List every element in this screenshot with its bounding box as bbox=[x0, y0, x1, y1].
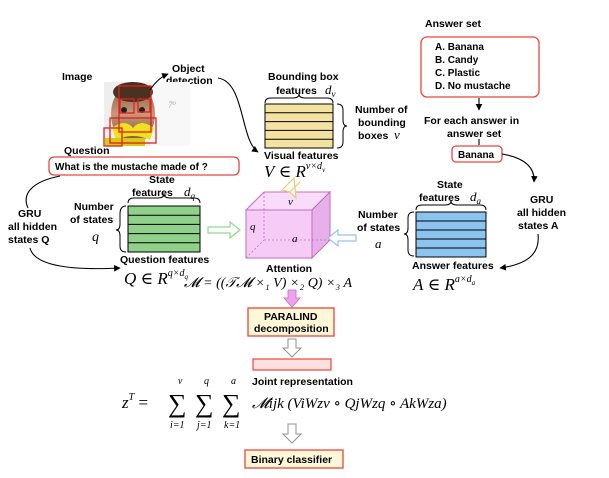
sum1-top: v bbox=[178, 376, 183, 387]
answer-item-a: A. Banana bbox=[435, 42, 484, 53]
question-label: Question bbox=[64, 145, 110, 157]
question-features-formula: Q ∈ Rq×dq bbox=[124, 268, 189, 288]
attention-to-paralind-arrow bbox=[283, 289, 301, 308]
gru-answer-line1: GRU bbox=[530, 194, 553, 206]
num-boxes-brace bbox=[336, 103, 348, 149]
image-label: Image bbox=[62, 71, 93, 83]
answer-features-caption: Answer features bbox=[412, 260, 494, 272]
paralind-line1: PARALIND bbox=[264, 311, 318, 323]
sum2-top: q bbox=[204, 376, 209, 387]
num-boxes-symbol: v bbox=[394, 127, 400, 142]
cube-q-label: q bbox=[250, 221, 256, 233]
binary-classifier-label: Binary classifier bbox=[251, 454, 332, 466]
question-to-gru-arrow bbox=[25, 175, 61, 209]
answer-features-label-line1: State bbox=[437, 179, 463, 191]
answer-features-symbol: da bbox=[470, 189, 482, 206]
answer-feature-matrix bbox=[415, 211, 487, 258]
sum3-sigma: ∑ bbox=[222, 389, 241, 418]
joint-formula: zT = v ∑ i=1 q ∑ j=1 a ∑ k=1 𝓜ijk (ViWzv… bbox=[121, 376, 447, 431]
bbox-features-line1: Bounding box bbox=[268, 71, 339, 83]
answer-set-box bbox=[420, 36, 540, 98]
question-features-label-line2: features bbox=[132, 187, 173, 199]
bbox-features-symbol: dv bbox=[325, 82, 336, 99]
answer-count-brace bbox=[403, 211, 415, 257]
for-each-line1: For each answer in bbox=[424, 115, 519, 127]
question-feature-matrix bbox=[127, 205, 201, 253]
question-features-brace bbox=[127, 193, 201, 204]
answer-to-gru-arrow bbox=[501, 153, 538, 183]
gru-question-line1: GRU bbox=[18, 208, 41, 220]
plate-text: 7⁰ bbox=[168, 100, 177, 110]
gru-question-line2: all hidden bbox=[8, 221, 57, 233]
visual-features-caption: Visual features bbox=[264, 150, 339, 162]
answer-features-label-line2: features bbox=[419, 192, 460, 204]
attention-formula: 𝓜 = ((𝒯𝓜 ×₁ V) ×₂ Q) ×₃ A bbox=[184, 276, 353, 291]
answer-features-brace bbox=[415, 200, 487, 211]
object-detection-label-line1: Object bbox=[172, 63, 205, 75]
num-boxes-line3: boxes bbox=[358, 130, 389, 142]
answer-count-label-line2: of states bbox=[357, 222, 400, 234]
visual-feature-matrix bbox=[264, 103, 334, 149]
visual-to-attention-arrow bbox=[280, 176, 301, 200]
question-count-brace bbox=[115, 205, 127, 253]
cube-a-label: a bbox=[292, 233, 298, 245]
attention-cube bbox=[244, 190, 332, 260]
bbox-features-brace bbox=[264, 93, 334, 104]
sum1-bottom: i=1 bbox=[170, 420, 185, 431]
gru-to-answer-features-arrow bbox=[499, 233, 539, 271]
sum2-bottom: j=1 bbox=[195, 420, 212, 431]
question-features-label-line1: State bbox=[149, 174, 175, 186]
joint-to-classifier-arrow bbox=[281, 423, 303, 444]
answer-item-c: C. Plastic bbox=[435, 68, 480, 79]
answer-item-b: B. Candy bbox=[435, 55, 479, 66]
question-text: What is the mustache made of ? bbox=[55, 162, 208, 173]
question-features-symbol: dq bbox=[184, 184, 196, 201]
answer-to-attention-arrow bbox=[327, 228, 357, 248]
bbox-features-line2: features bbox=[276, 85, 317, 97]
paralind-line2: decomposition bbox=[254, 323, 329, 335]
attention-label: Attention bbox=[266, 263, 312, 275]
joint-label: Joint representation bbox=[252, 376, 353, 388]
binary-classifier-box bbox=[244, 449, 344, 469]
question-features-caption: Question features bbox=[120, 254, 209, 266]
svg-text:zT =: zT = bbox=[121, 392, 148, 412]
sum2-sigma: ∑ bbox=[195, 389, 214, 418]
gru-question-line3: states Q bbox=[8, 234, 49, 246]
visual-features-formula: V ∈ Rv×dv bbox=[264, 161, 326, 181]
gru-answer-line3: states A bbox=[518, 220, 559, 232]
answer-count-symbol: a bbox=[375, 236, 382, 251]
sum1-sigma: ∑ bbox=[168, 389, 187, 418]
input-photo: 7⁰ bbox=[103, 82, 190, 147]
num-boxes-line2: bounding bbox=[358, 117, 406, 129]
gru-answer-line2: all hidden bbox=[517, 207, 566, 219]
detection-to-visual-arrow bbox=[217, 77, 259, 153]
image-to-detection-arrow bbox=[149, 73, 169, 91]
answer-features-formula: A ∈ Ra×da bbox=[412, 274, 476, 294]
question-count-label-line2: of states bbox=[70, 214, 113, 226]
paralind-box bbox=[247, 307, 335, 337]
num-boxes-line1: Number of bbox=[355, 104, 408, 116]
question-count-symbol: q bbox=[92, 230, 99, 245]
sum3-top: a bbox=[231, 376, 236, 387]
question-box bbox=[48, 156, 240, 176]
answer-item-d: D. No mustache bbox=[435, 81, 511, 92]
for-each-line2: answer set bbox=[447, 128, 502, 140]
question-count-label-line1: Number bbox=[74, 201, 114, 213]
joint-representation-bar bbox=[252, 358, 332, 371]
gru-to-question-features-arrow bbox=[29, 247, 121, 272]
selected-answer-text: Banana bbox=[458, 150, 495, 161]
cube-v-label: v bbox=[288, 196, 293, 208]
joint-formula-body: 𝓜ijk (ViWzv ∘ QjWzq ∘ AkWza) bbox=[252, 396, 447, 412]
sum3-bottom: k=1 bbox=[224, 420, 240, 431]
answer-count-label-line1: Number bbox=[358, 209, 398, 221]
paralind-to-joint-arrow bbox=[281, 338, 303, 358]
answer-set-title: Answer set bbox=[425, 18, 482, 30]
question-to-attention-arrow bbox=[207, 220, 241, 240]
